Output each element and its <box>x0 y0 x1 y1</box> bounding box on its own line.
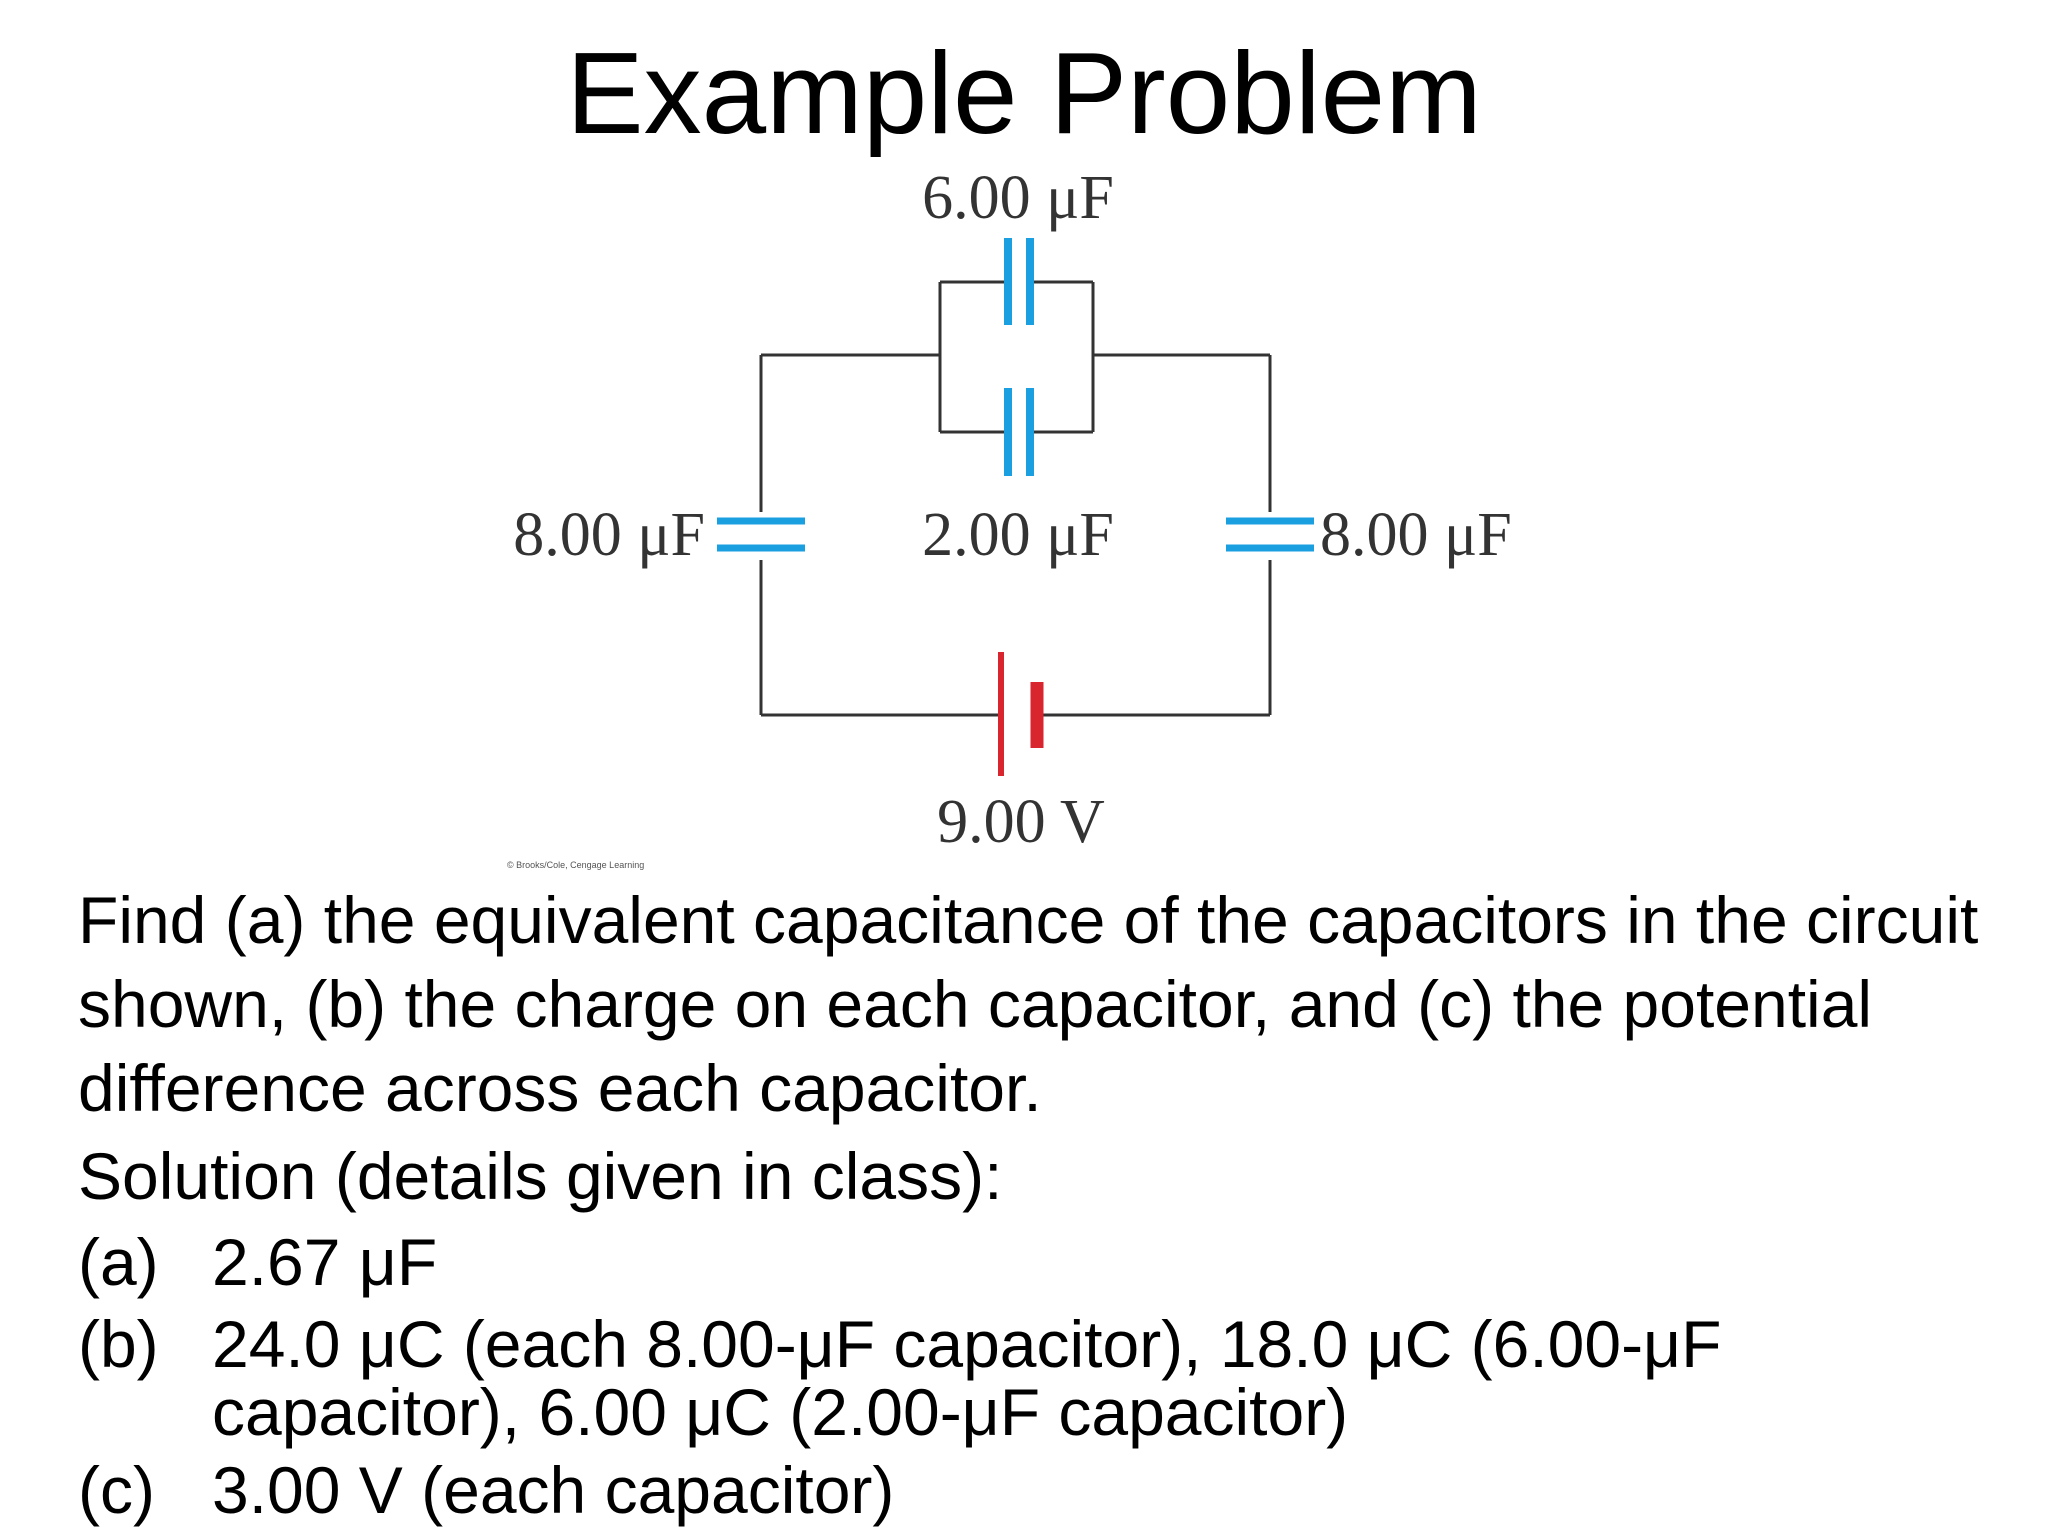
capacitor-6uF <box>1004 238 1034 325</box>
answer-a: (a) 2.67 μF <box>78 1228 1912 1296</box>
battery-9V <box>998 652 1044 776</box>
answer-text: 3.00 V (each capacitor) <box>212 1453 895 1527</box>
circuit-diagram: 6.00 μF 2.00 μF 8.00 μF 8.00 μF 9.00 V <box>513 164 1512 856</box>
solution-heading: Solution (details given in class): <box>78 1139 1003 1213</box>
answer-marker: (a) <box>78 1225 159 1299</box>
label-cap-left: 8.00 μF <box>513 501 705 569</box>
capacitor-left-8uF <box>717 517 805 552</box>
answer-text: 2.67 μF <box>212 1225 438 1299</box>
answer-b: (b) 24.0 μC (each 8.00-μF capacitor), 18… <box>78 1310 1912 1446</box>
answer-text: 24.0 μC (each 8.00-μF capacitor), 18.0 μ… <box>212 1307 1722 1449</box>
answer-marker: (b) <box>78 1307 159 1381</box>
image-credit: © Brooks/Cole, Cengage Learning <box>507 860 645 870</box>
label-cap-mid: 2.00 μF <box>922 501 1114 569</box>
answer-c: (c) 3.00 V (each capacitor) <box>78 1456 1912 1524</box>
label-battery: 9.00 V <box>937 788 1105 856</box>
capacitor-2uF <box>1004 388 1034 476</box>
problem-statement: Find (a) the equivalent capacitance of t… <box>78 883 1979 1125</box>
label-cap-right: 8.00 μF <box>1320 501 1512 569</box>
slide-title: Example Problem <box>566 28 1482 158</box>
label-cap-top: 6.00 μF <box>922 164 1114 232</box>
circuit-wires <box>759 280 1272 717</box>
answer-marker: (c) <box>78 1453 155 1527</box>
capacitor-right-8uF <box>1226 517 1314 552</box>
